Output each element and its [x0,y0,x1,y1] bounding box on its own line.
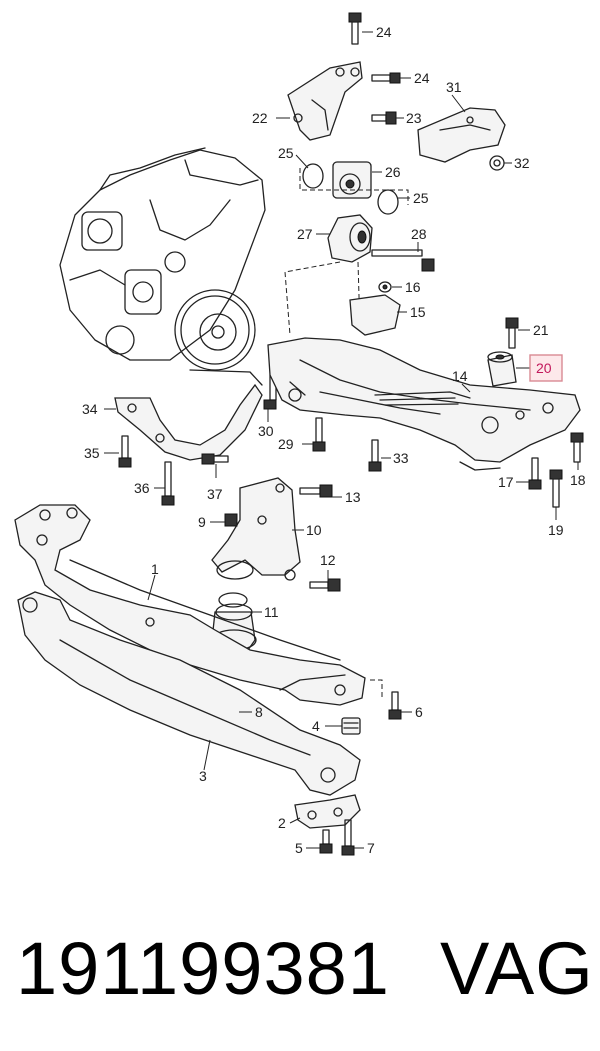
callout-4: 4 [312,718,320,734]
callout-27: 27 [297,226,313,242]
callout-7: 7 [367,840,375,856]
bolt-21 [505,317,519,349]
callout-36: 36 [134,480,150,496]
callout-3: 3 [199,768,207,784]
nut-9 [224,513,238,527]
mount-26 [332,161,372,199]
callout-33: 33 [393,450,409,466]
bump-stop-4 [341,717,361,735]
callout-26: 26 [385,164,401,180]
bolt-23 [371,111,397,125]
heat-shield-31 [417,107,506,163]
callout-34: 34 [82,401,98,417]
bolt-6 [388,691,402,720]
callout-37: 37 [207,486,223,502]
callout-30: 30 [258,423,274,439]
bracket-22 [287,61,363,141]
callout-29: 29 [278,436,294,452]
bolt-28 [371,249,435,272]
callout-12: 12 [320,552,336,568]
callout-22: 22 [252,110,268,126]
callout-19: 19 [548,522,564,538]
part-number: 191199381 [16,927,390,1010]
callout-2: 2 [278,815,286,831]
bolt-12 [309,578,341,592]
exploded-parts-diagram: 24 24 22 23 31 32 25 26 25 27 28 16 15 2… [14,12,586,856]
callout-23: 23 [406,110,422,126]
callout-14: 14 [452,368,468,384]
callout-25-right: 25 [413,190,429,206]
callout-11: 11 [264,604,279,620]
bolt-36 [161,461,175,506]
callout-8: 8 [255,704,263,720]
subframe-14 [267,337,581,471]
callout-31: 31 [446,79,462,95]
callout-13: 13 [345,489,361,505]
nut-32 [489,155,505,171]
bolt-13 [299,484,333,498]
callout-10: 10 [306,522,322,538]
pad-15 [349,294,401,336]
washer-25a [302,163,324,189]
bolt-24-top [348,12,362,45]
callout-24-mid: 24 [414,70,430,86]
callout-24-top: 24 [376,24,392,40]
bracket-10 [211,477,301,581]
callout-20: 20 [536,360,552,376]
callout-18: 18 [570,472,586,488]
brand-name: VAG [440,927,594,1010]
leader-lines [104,31,579,849]
bolt-5 [319,829,333,854]
callout-21: 21 [533,322,549,338]
bolt-33 [368,439,382,472]
callout-5: 5 [295,840,303,856]
callout-28: 28 [411,226,427,242]
callout-16: 16 [405,279,421,295]
bracket-34 [114,369,263,461]
callout-15: 15 [410,304,426,320]
callout-32: 32 [514,155,530,171]
bolt-19 [549,469,563,508]
bolt-18 [570,432,584,463]
callout-1: 1 [151,561,159,577]
callout-labels: 24 24 22 23 31 32 25 26 25 27 28 16 15 2… [82,24,586,856]
bolt-29 [312,417,326,452]
crossmember-3 [17,591,361,796]
bracket-2 [294,794,361,829]
callout-6: 6 [415,704,423,720]
washer-25b [377,189,399,215]
bolt-16 [378,281,392,293]
callout-9: 9 [198,514,206,530]
callout-35: 35 [84,445,100,461]
bolt-37 [201,453,229,465]
bolt-17 [528,457,542,490]
bolt-35 [118,435,132,468]
bushing-20 [487,351,517,387]
bolt-7 [341,819,355,856]
callout-17: 17 [498,474,514,490]
callout-20-highlight [529,354,563,382]
bolt-24-mid [371,72,401,84]
callout-25-left: 25 [278,145,294,161]
mount-27 [327,214,373,263]
engine-illustration [59,147,266,371]
